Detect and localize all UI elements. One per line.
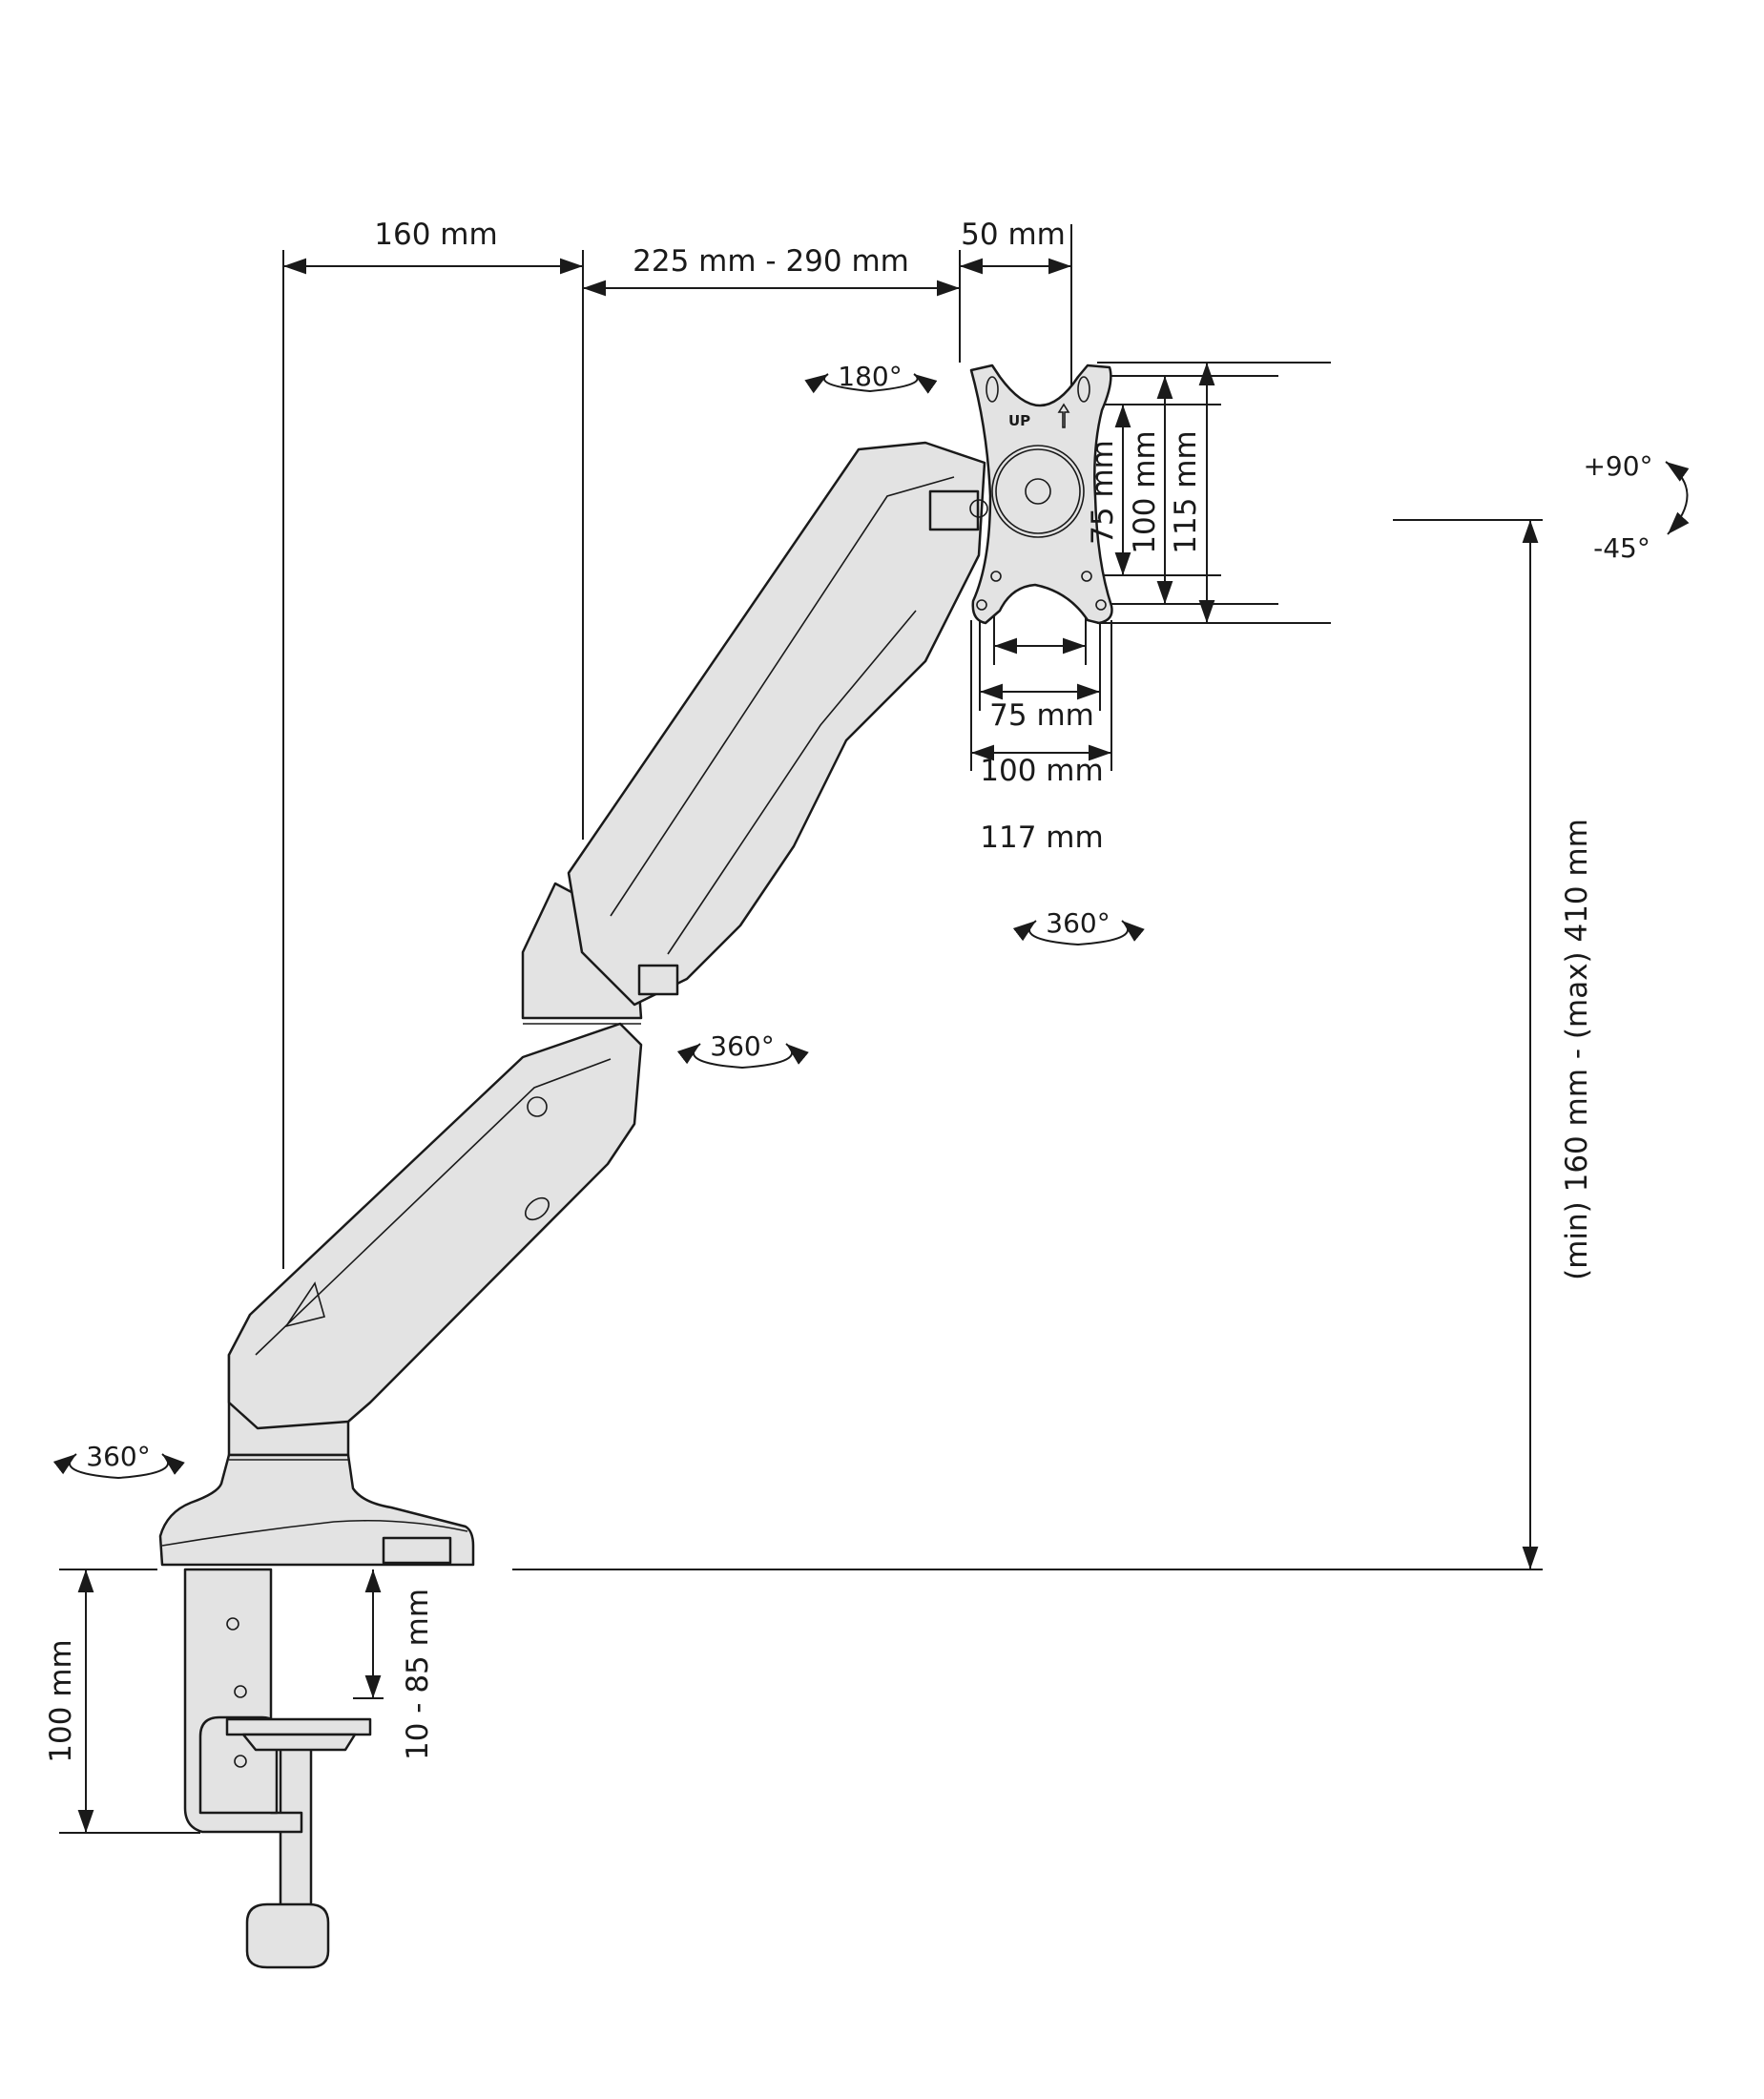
up-arrow-icon <box>1057 403 1070 428</box>
dim-75-v: 75 mm <box>1086 440 1120 545</box>
svg-text:360°: 360° <box>1046 907 1110 939</box>
rotate-arrow-icon <box>52 1453 185 1480</box>
rotate-arrow-icon <box>676 1043 809 1070</box>
dim-clamp-100: 100 mm <box>44 1639 78 1762</box>
dim-100-v: 100 mm <box>1128 430 1162 553</box>
dim-reach: 225 mm - 290 mm <box>633 244 909 279</box>
rotation-plate-360: 360° <box>1012 907 1145 946</box>
dim-100-h: 100 mm <box>980 754 1103 788</box>
svg-text:360°: 360° <box>86 1441 150 1472</box>
svg-text:360°: 360° <box>710 1030 774 1062</box>
plate-up-label: UP <box>1008 412 1030 429</box>
dim-50: 50 mm <box>961 218 1066 252</box>
dimension-lines <box>77 258 1539 1833</box>
lower-arm <box>227 1022 643 1430</box>
rotation-180: 180° <box>804 361 938 394</box>
rotation-base-360: 360° <box>52 1441 185 1480</box>
upper-arm <box>567 441 988 1007</box>
tilt-up-label: +90° <box>1583 450 1652 482</box>
dim-75-h: 75 mm <box>989 698 1094 733</box>
dim-height-range: (min) 160 mm - (max) 410 mm <box>1560 819 1594 1280</box>
rotate-arrow-icon <box>1012 920 1145 946</box>
tilt-range: +90° -45° <box>1583 450 1690 564</box>
dim-115: 115 mm <box>1169 430 1203 553</box>
tilt-arrow-icon <box>1665 461 1690 535</box>
dim-117: 117 mm <box>980 821 1103 855</box>
dim-160: 160 mm <box>374 218 497 252</box>
dim-desk-thickness: 10 - 85 mm <box>401 1589 435 1760</box>
extension-lines <box>59 224 1543 1834</box>
vesa-plate: UP <box>969 364 1113 625</box>
tilt-down-label: -45° <box>1593 532 1650 564</box>
desk-clamp <box>183 1568 372 1969</box>
rotate-arrow-icon <box>804 373 938 394</box>
rotation-elbow-360: 360° <box>676 1030 809 1070</box>
